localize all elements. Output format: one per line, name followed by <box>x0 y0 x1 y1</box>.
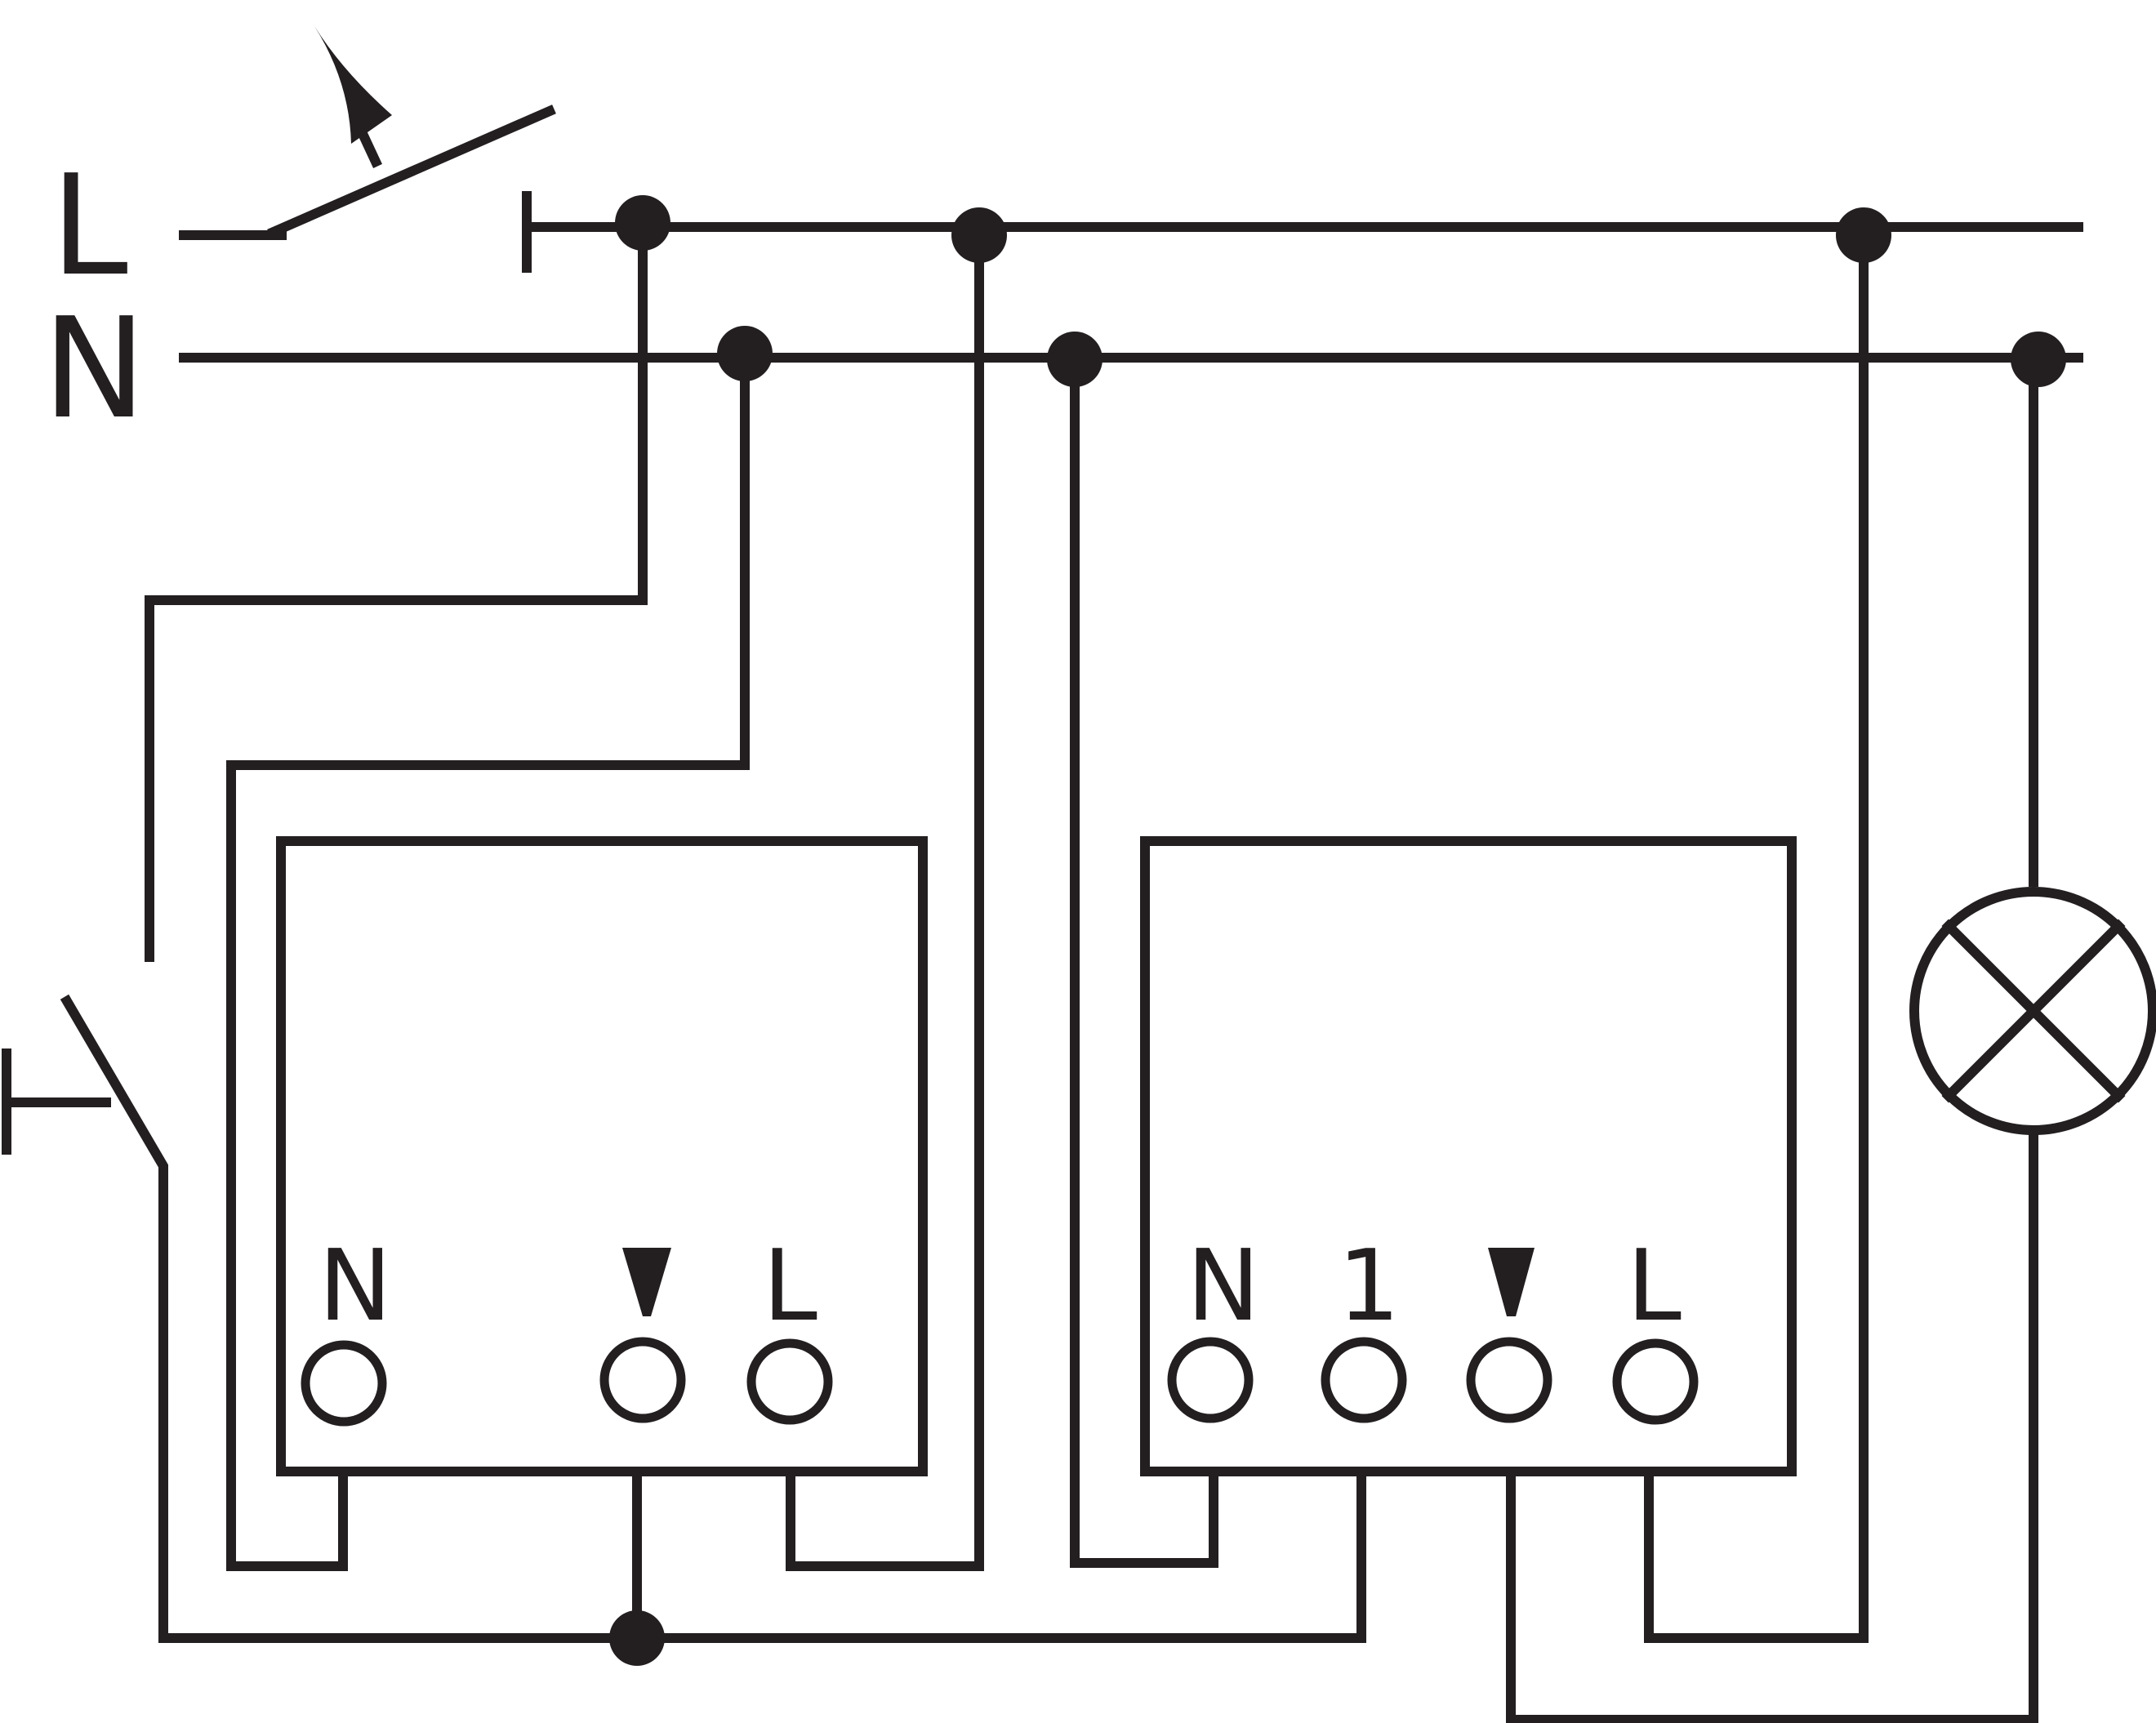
load-arrow-icon <box>622 1248 671 1316</box>
device-right: N 1 L <box>1140 836 1797 1476</box>
terminal-label-n: N <box>1187 1230 1260 1343</box>
terminal-label-n: N <box>318 1230 392 1343</box>
push-button-icon <box>2 1048 111 1155</box>
device-right-housing <box>1140 836 1797 1476</box>
terminal-load[interactable] <box>1466 1337 1552 1423</box>
device-left: N L <box>276 836 928 1476</box>
switch-open-icon <box>179 26 556 240</box>
load-arrow-icon <box>1488 1248 1535 1316</box>
junction-dot <box>717 326 773 381</box>
l-rail <box>522 191 2083 273</box>
junction-dot <box>615 195 670 251</box>
rail-label-n: N <box>42 288 146 450</box>
terminal-l[interactable] <box>1612 1338 1699 1425</box>
terminal-label-l: L <box>763 1230 817 1343</box>
device-left-housing <box>276 836 928 1476</box>
terminal-load[interactable] <box>599 1337 686 1423</box>
rail-label-l: L <box>51 145 128 307</box>
terminal-label-1: 1 <box>1338 1230 1400 1343</box>
terminal-l[interactable] <box>746 1338 833 1425</box>
terminal-1[interactable] <box>1321 1337 1407 1423</box>
wires <box>60 238 2038 1723</box>
lamp-icon <box>1909 887 2156 1135</box>
junction-dot <box>951 207 1007 263</box>
terminal-label-l: L <box>1627 1230 1682 1343</box>
junction-dot <box>1047 332 1102 387</box>
junction-dot <box>2011 332 2066 387</box>
terminal-n[interactable] <box>1167 1337 1254 1423</box>
terminal-n[interactable] <box>301 1340 387 1427</box>
junction-dot <box>1836 207 1891 263</box>
